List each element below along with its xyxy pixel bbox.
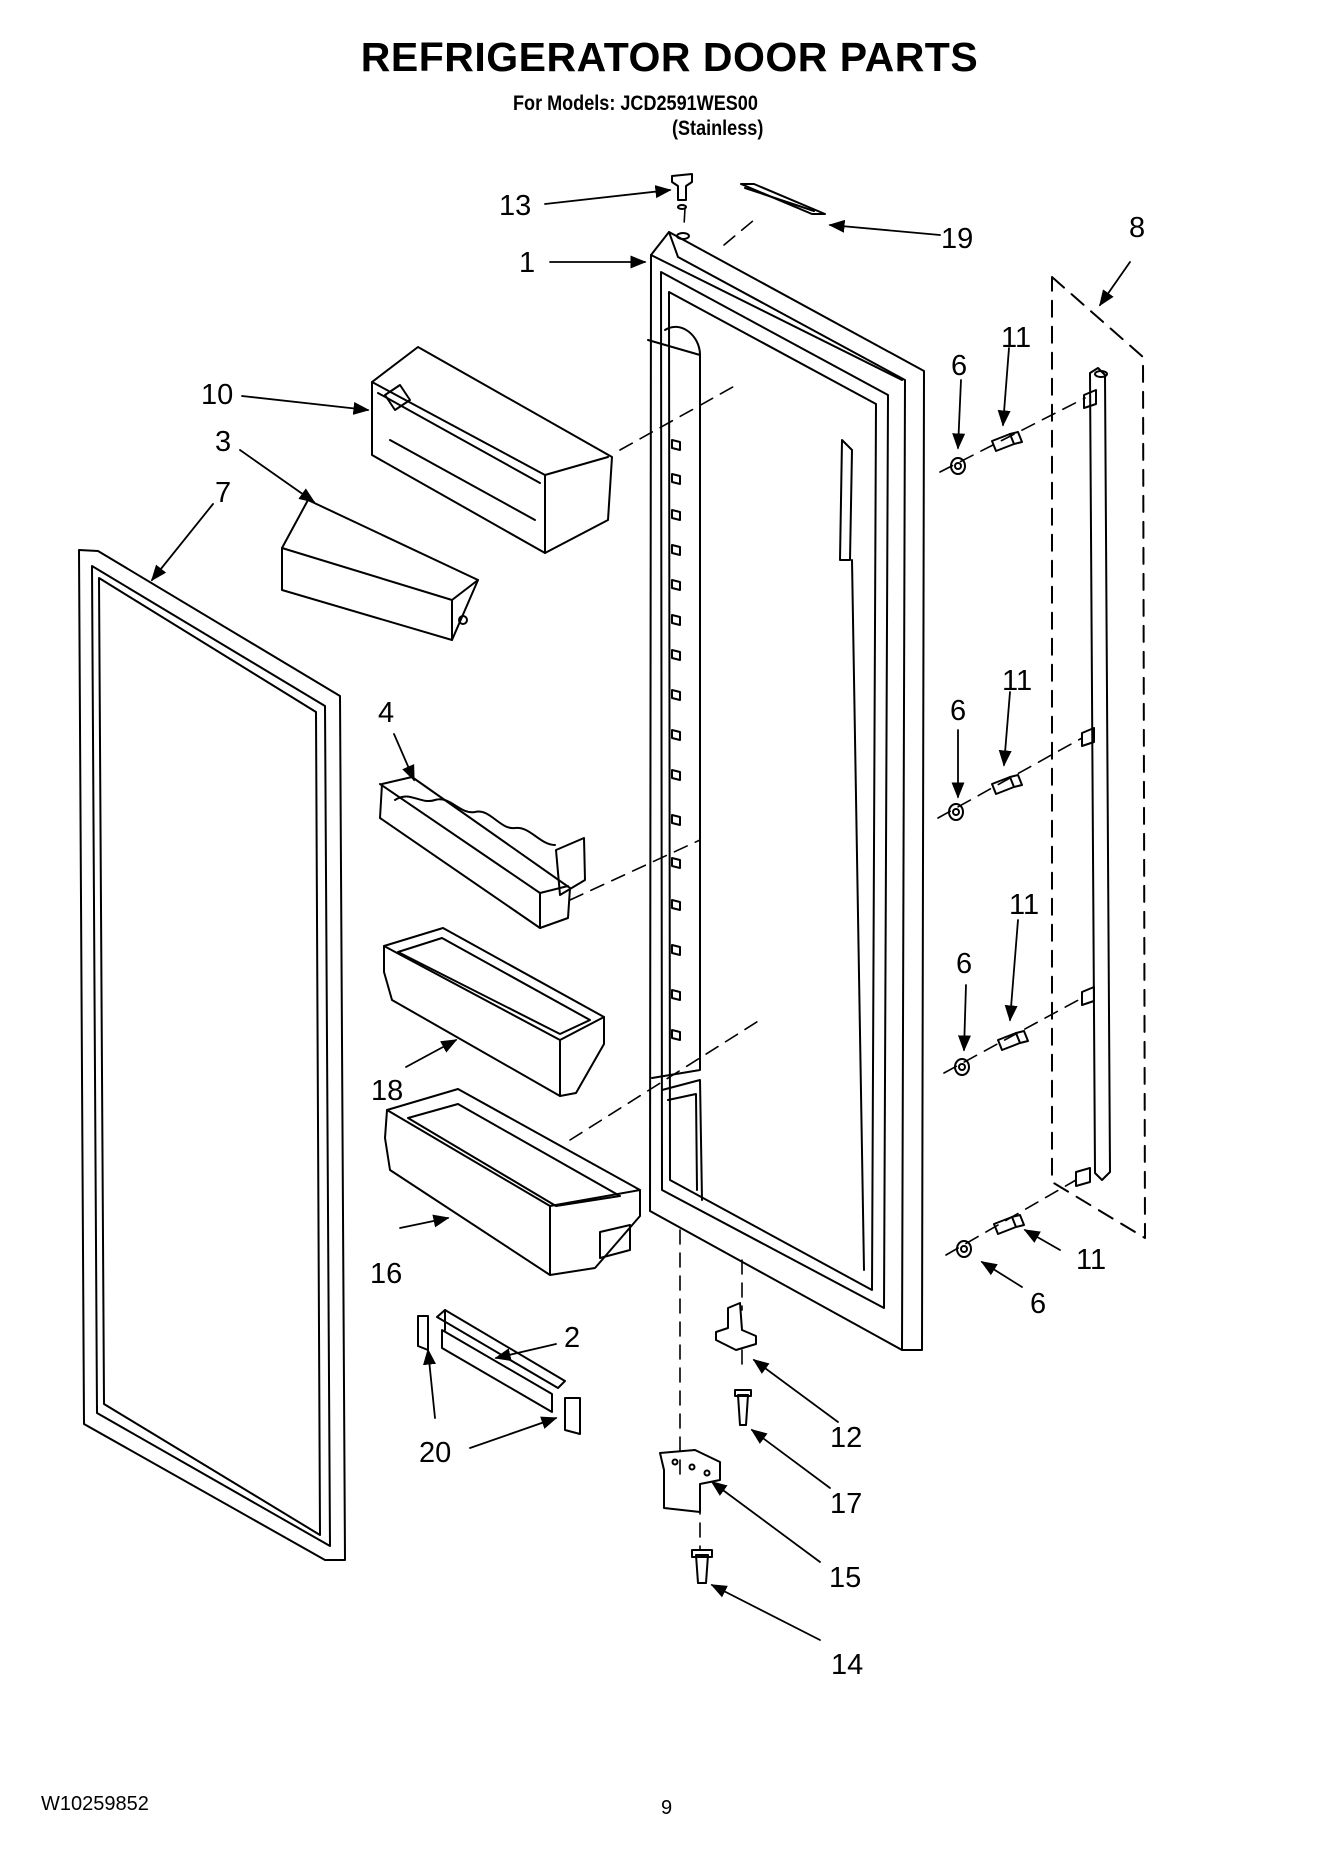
callout-4: 4 xyxy=(378,697,394,729)
part-8-handle-box xyxy=(1051,276,1146,1239)
callout-10: 10 xyxy=(201,379,233,411)
callout-13: 13 xyxy=(499,190,531,222)
part-6-spacers xyxy=(948,457,972,1258)
leader-lines xyxy=(150,185,1131,1641)
callout-1: 1 xyxy=(519,247,535,279)
callout-20: 20 xyxy=(419,1437,451,1469)
part-18-door-bin xyxy=(383,927,605,1097)
part-4-bottle-rack xyxy=(379,776,586,929)
callout-17: 17 xyxy=(830,1488,862,1520)
callout-labels: 13 1 19 8 10 3 7 4 18 16 2 20 6 11 6 11 … xyxy=(201,190,1145,1681)
door-liner xyxy=(647,231,925,1351)
callout-8: 8 xyxy=(1129,212,1145,244)
callout-11a: 11 xyxy=(1001,322,1031,354)
callout-14: 14 xyxy=(831,1649,863,1681)
part-12-hinge-pin xyxy=(715,1302,757,1351)
document-number: W10259852 xyxy=(41,1793,149,1815)
callout-18: 18 xyxy=(371,1075,403,1107)
models-line: For Models: JCD2591WES00 xyxy=(513,92,758,115)
callout-7: 7 xyxy=(215,477,231,509)
callout-6c: 6 xyxy=(956,948,972,980)
part-11-screws xyxy=(991,431,1029,1235)
part-16-door-bin-large xyxy=(384,1088,641,1276)
callout-2: 2 xyxy=(564,1322,580,1354)
variant-line: (Stainless) xyxy=(672,117,764,140)
callout-15: 15 xyxy=(829,1562,861,1594)
callout-19: 19 xyxy=(941,223,973,255)
callout-6d: 6 xyxy=(1030,1288,1046,1320)
callout-11b: 11 xyxy=(1002,665,1032,697)
callout-11c: 11 xyxy=(1009,889,1039,921)
callout-11d: 11 xyxy=(1076,1244,1106,1276)
callout-3: 3 xyxy=(215,426,231,458)
part-2-trim-strip xyxy=(436,1309,566,1413)
part-17-screw xyxy=(734,1389,752,1426)
page-title: REFRIGERATOR DOOR PARTS xyxy=(360,34,979,80)
callout-6b: 6 xyxy=(950,695,966,727)
door-handle xyxy=(1075,367,1111,1187)
part-3-dairy-door xyxy=(281,499,479,641)
part-10-dairy-bin xyxy=(371,346,613,554)
callout-12: 12 xyxy=(830,1422,862,1454)
callout-16: 16 xyxy=(370,1258,402,1290)
part-19-label xyxy=(740,183,826,215)
door-gasket xyxy=(78,549,346,1561)
part-15-hinge-bracket xyxy=(659,1449,721,1513)
callout-6a: 6 xyxy=(951,350,967,382)
part-14-screw xyxy=(691,1549,713,1584)
assembly-lines xyxy=(569,207,1086,1551)
part-13-plug xyxy=(671,173,693,210)
page-number: 9 xyxy=(661,1797,673,1819)
